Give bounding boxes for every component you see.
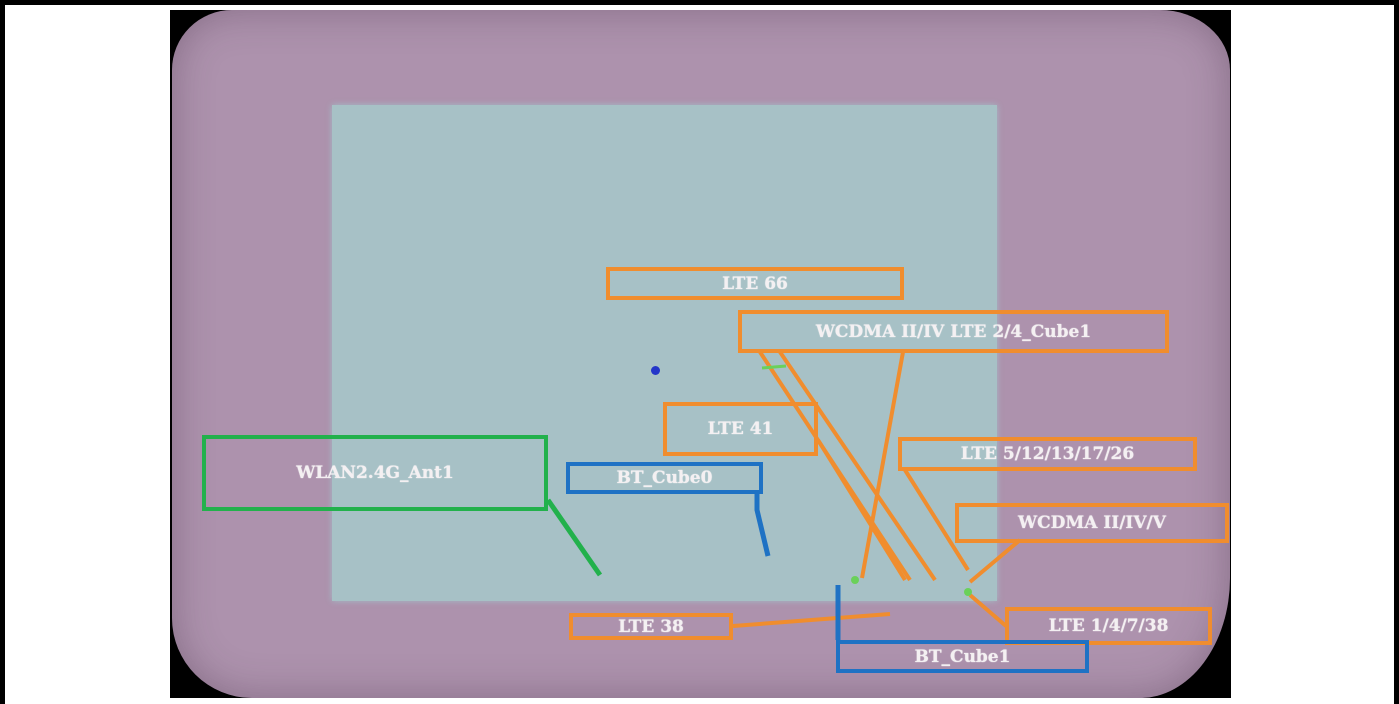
leader-lte5 xyxy=(903,468,970,572)
antenna-marker xyxy=(851,576,859,584)
label-bt-cube1: BT_Cube1 xyxy=(836,640,1089,673)
label-bt-cube0: BT_Cube0 xyxy=(566,462,763,494)
leader-lte1 xyxy=(968,593,1008,628)
device-photo xyxy=(170,10,1231,698)
antenna-marker xyxy=(761,364,787,370)
label-lte-1-4-7-38: LTE 1/4/7/38 xyxy=(1005,607,1212,645)
label-lte66: LTE 66 xyxy=(606,267,904,300)
label-wcdma-ii-iv-v: WCDMA II/IV/V xyxy=(955,503,1229,543)
blue-marker-dot xyxy=(651,366,660,375)
leader-wcdma-ii-iv-v xyxy=(968,538,1022,584)
leader-lte38 xyxy=(732,612,891,628)
leader-lte66 xyxy=(778,350,937,582)
label-wcdma-cube1: WCDMA II/IV LTE 2/4_Cube1 xyxy=(738,310,1169,353)
label-lte41: LTE 41 xyxy=(663,402,818,456)
leader-lte41 xyxy=(816,438,907,582)
shield-area xyxy=(332,105,997,601)
label-lte-5-12-13-17-26: LTE 5/12/13/17/26 xyxy=(898,437,1197,471)
leader-bt-cube0 xyxy=(754,492,771,557)
antenna-marker xyxy=(964,588,972,596)
label-wlan-ant1: WLAN2.4G_Ant1 xyxy=(202,435,548,511)
leader-wcdma-cube1-a xyxy=(860,351,905,579)
leader-wlan xyxy=(545,498,603,577)
label-lte38: LTE 38 xyxy=(569,613,733,640)
